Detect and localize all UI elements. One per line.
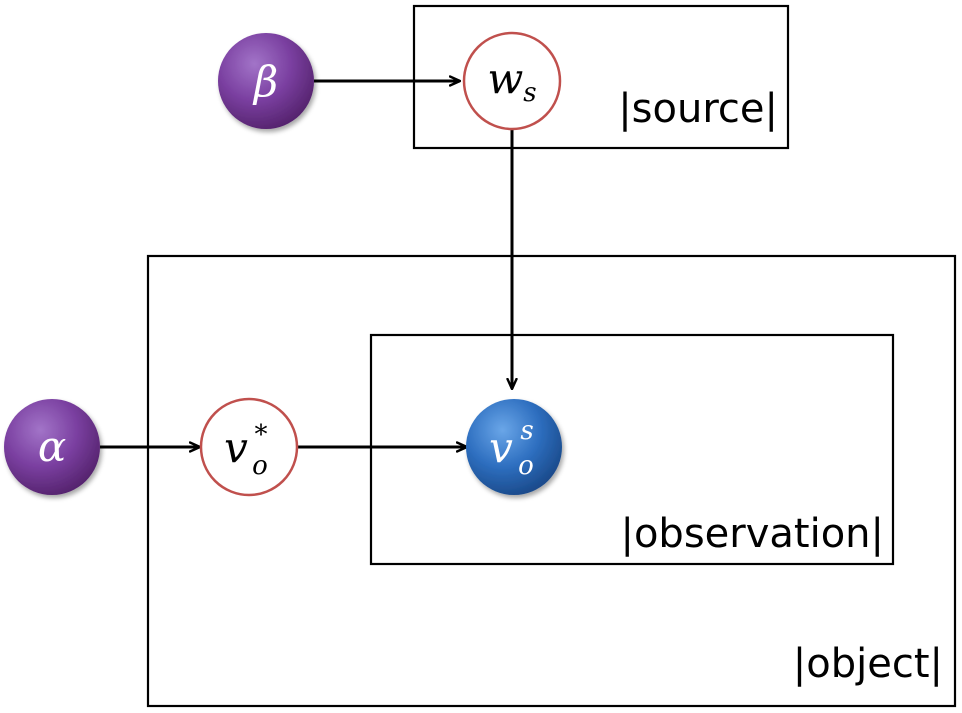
plate-observation: |observation| <box>369 333 895 566</box>
node-beta-symbol: β <box>252 57 278 106</box>
node-w-s-subscript: s <box>523 78 536 108</box>
node-w-s: ws <box>462 31 562 131</box>
edges <box>100 81 512 447</box>
node-v-observed-superscript: s <box>520 416 533 446</box>
node-beta: β <box>218 33 314 129</box>
node-v-star-superscript: * <box>255 420 268 450</box>
plate-observation-label: |observation| <box>620 511 884 557</box>
node-v-star-subscript: o <box>252 451 268 481</box>
node-v-observed-subscript: o <box>518 451 534 481</box>
plate-object-label: |object| <box>793 641 943 687</box>
node-alpha-symbol: α <box>38 422 66 471</box>
plate-source: |source| <box>412 4 790 150</box>
node-v-observed-symbol: v <box>489 423 513 472</box>
node-w-s-label: ws <box>487 54 536 108</box>
node-w-s-symbol: w <box>487 54 523 103</box>
node-v-observed: v s o <box>466 399 562 495</box>
plate-source-label: |source| <box>618 86 778 132</box>
plate-object: |object| <box>146 254 957 708</box>
node-alpha: α <box>4 399 100 495</box>
node-v-star-symbol: v <box>224 423 248 472</box>
node-v-star: v * o <box>199 397 299 497</box>
